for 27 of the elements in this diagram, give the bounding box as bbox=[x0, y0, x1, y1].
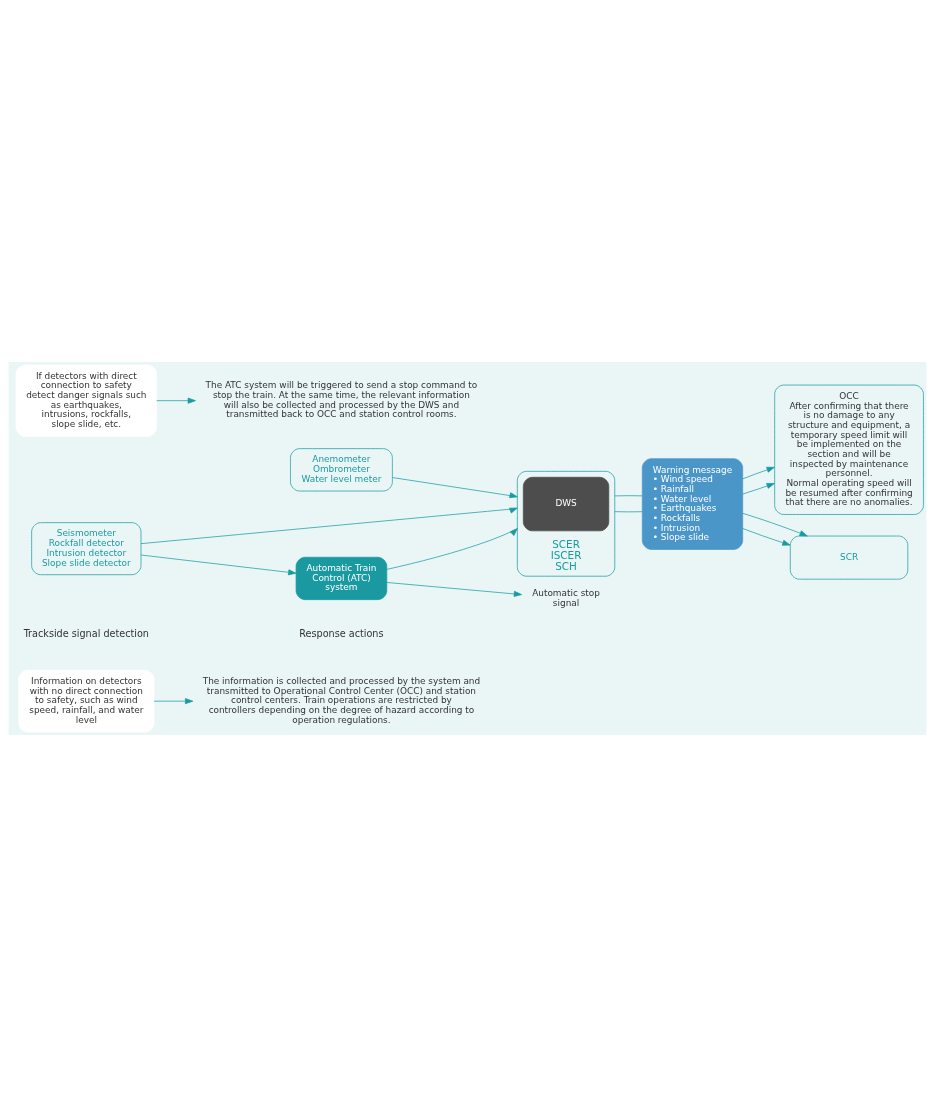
arrow bbox=[140, 507, 518, 544]
node-box: Warning message • Wind speed • Rainfall • Water level • Earthquakes • Rockfalls • Intrusion • Slope slide bbox=[641, 458, 744, 550]
arrow bbox=[742, 528, 791, 546]
node-box: If detectors with direct connection to safety detect danger signals such as earthquakes, intrusions, rockfalls, slope slide, etc. bbox=[15, 364, 157, 437]
label: Response actions bbox=[299, 628, 384, 640]
arrow bbox=[153, 698, 194, 705]
connector bbox=[614, 511, 643, 513]
arrow bbox=[386, 528, 518, 570]
node-box: Anemometer Ombrometer Water level meter bbox=[290, 448, 393, 492]
label: Trackside signal detection bbox=[23, 628, 149, 640]
arrow bbox=[742, 466, 775, 480]
node-box: DWS bbox=[522, 476, 610, 532]
node-text: The ATC system will be triggered to send a stop command to stop the train. At the same time, the relevant information will also be collected and processed by the DWS and transmitted back to OCC and station control rooms. bbox=[205, 380, 478, 420]
arrow bbox=[392, 477, 518, 499]
connector bbox=[614, 495, 643, 497]
node-text: Automatic stop signal bbox=[532, 587, 600, 608]
node-text: The information is collected and processed by the system and transmitted to Operational Control Center (OCC) and station control centers. Train operations are restricted by controllers depending on the degree of hazard according to operation regulations. bbox=[202, 676, 481, 725]
node-box: Automatic Train Control (ATC) system bbox=[295, 556, 388, 600]
arrow bbox=[140, 554, 297, 576]
arrow bbox=[742, 512, 808, 537]
node-box: Information on detectors with no direct connection to safety, such as wind speed, rainfall, and water level bbox=[18, 669, 155, 733]
arrow bbox=[386, 582, 522, 597]
node-box: SCR bbox=[789, 535, 909, 580]
arrow bbox=[156, 397, 196, 404]
node-box: Seismometer Rockfall detector Intrusion detector Slope slide detector bbox=[31, 522, 142, 576]
arrow bbox=[742, 483, 775, 495]
node-box: OCC After confirming that there is no damage to any structure and equipment, a temporary speed limit will be implemented on the section and will be inspected by maintenance personnel. Normal operating speed will be resumed after confirming that there are no anomalies. bbox=[774, 384, 924, 515]
